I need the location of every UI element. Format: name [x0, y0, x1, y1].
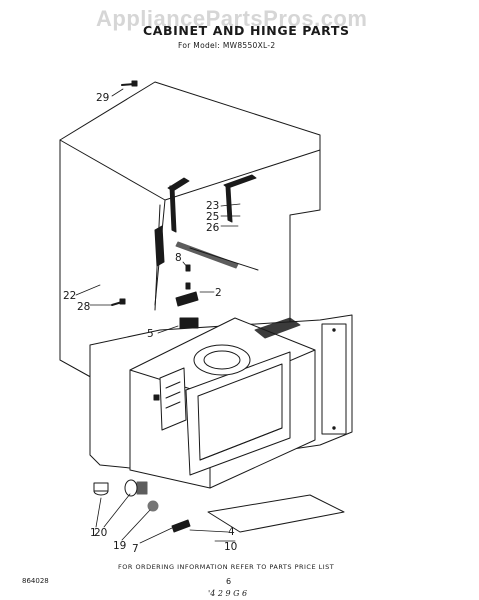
ordering-note: FOR ORDERING INFORMATION REFER TO PARTS … — [118, 563, 335, 571]
foot-1 — [93, 482, 109, 496]
hinge-pin-5 — [179, 317, 199, 329]
callout-19: 19 — [113, 540, 126, 552]
hinge-plate-2 — [175, 291, 199, 307]
callout-25: 25 — [206, 211, 219, 223]
oven-chassis — [129, 317, 316, 489]
callout-29: 29 — [96, 92, 109, 104]
lamp-19 — [147, 500, 159, 512]
callout-5: 5 — [147, 328, 154, 340]
drawing-code: 864028 — [22, 577, 49, 585]
model-line: For Model: MW8550XL-2 — [178, 41, 276, 50]
handwritten-note: '4 2 9 G 6 — [208, 589, 248, 598]
screw-29 — [121, 80, 138, 87]
lamp-socket-20 — [124, 479, 148, 497]
callout-8: 8 — [175, 252, 182, 264]
callout-4: 4 — [228, 526, 235, 538]
callout-7: 7 — [132, 543, 139, 555]
callout-20: 20 — [94, 527, 107, 539]
latch-7 — [171, 519, 191, 533]
leader-lines — [75, 88, 241, 544]
callout-22: 22 — [63, 290, 76, 302]
callout-labels: 29 23 25 26 8 2 22 28 5 1 20 19 7 4 10 — [63, 92, 237, 555]
mounting-plate — [207, 494, 345, 533]
page-number: 6 — [226, 577, 232, 586]
callout-10: 10 — [224, 541, 237, 553]
callout-28: 28 — [77, 301, 90, 313]
screw-28 — [111, 298, 126, 306]
callout-23: 23 — [206, 200, 219, 212]
callout-2: 2 — [215, 287, 222, 299]
hinge-strips — [154, 174, 259, 271]
callout-26: 26 — [206, 222, 220, 234]
diagram-title: CABINET AND HINGE PARTS — [143, 23, 350, 38]
watermark: AppliancePartsPros.com — [96, 6, 368, 31]
callout-1: 1 — [90, 527, 97, 539]
